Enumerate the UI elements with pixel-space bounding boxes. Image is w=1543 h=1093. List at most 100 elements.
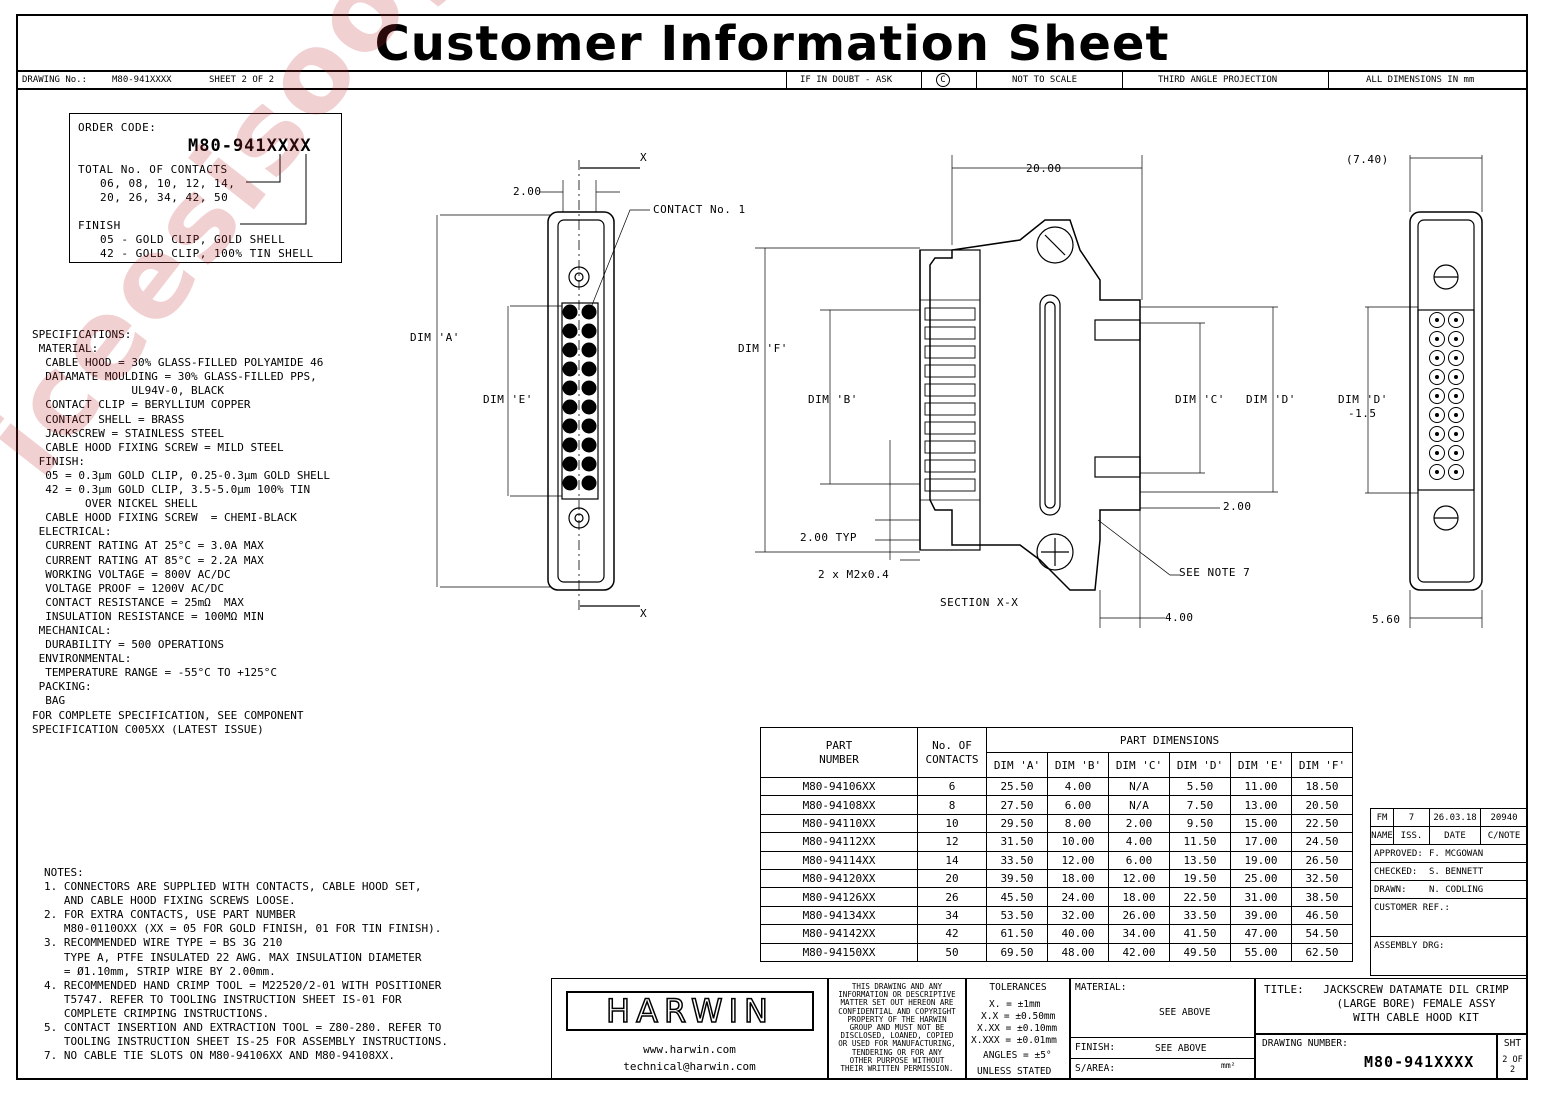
- contact-pin: [1454, 451, 1458, 455]
- specifications: SPECIFICATIONS: MATERIAL: CABLE HOOD = 3…: [32, 328, 330, 737]
- contact-pin: [1435, 470, 1439, 474]
- contact-pin-section: [924, 326, 976, 340]
- note-line: 5. CONTACT INSERTION AND EXTRACTION TOOL…: [44, 1021, 442, 1035]
- contact-pin-section: [924, 307, 976, 321]
- th-dim: DIM 'F': [1291, 752, 1353, 778]
- cell-dim: 10.00: [1047, 832, 1109, 852]
- cell-dim: 20.50: [1291, 795, 1353, 815]
- disclaimer-line: TENDERING OR FOR ANY: [851, 1047, 943, 1057]
- contacts-label: TOTAL No. OF CONTACTS: [78, 163, 228, 176]
- contact-pin: [1454, 318, 1458, 322]
- contact-pin: [1435, 375, 1439, 379]
- cell-dim: 26.00: [1108, 905, 1170, 926]
- contact-hole: [562, 323, 578, 339]
- contact-socket: [1448, 350, 1464, 366]
- spec-line: MATERIAL:: [32, 342, 99, 356]
- cell-dim: 48.00: [1047, 942, 1109, 962]
- cell-dim: 15.00: [1230, 813, 1292, 834]
- cell-dim: 11.00: [1230, 776, 1292, 797]
- cell-contacts: 42: [917, 924, 987, 944]
- cell-contacts: 34: [917, 905, 987, 926]
- website: www.harwin.com: [643, 1043, 736, 1056]
- contact-hole: [562, 342, 578, 358]
- note-line: = Ø1.10mm, STRIP WIRE BY 2.00mm.: [44, 964, 276, 978]
- contact-hole: [581, 475, 597, 491]
- material-block: MATERIAL: SEE ABOVE FINISH: SEE ABOVE S/…: [1070, 978, 1255, 1080]
- contact-hole: [562, 418, 578, 434]
- spec-line: SPECIFICATION C005XX (LATEST ISSUE): [32, 722, 264, 736]
- cell-contacts: 6: [917, 776, 987, 797]
- contact-socket: [1448, 426, 1464, 442]
- see-note7-label: SEE NOTE 7: [1179, 566, 1251, 579]
- dim-c-label: DIM 'C': [1175, 393, 1225, 406]
- cell-dim: 40.00: [1047, 924, 1109, 944]
- disclaimer-line: THEIR WRITTEN PERMISSION.: [840, 1064, 954, 1074]
- dim-d-label: DIM 'D': [1246, 393, 1296, 406]
- cell-dim: 29.50: [986, 813, 1048, 834]
- finish-42: 42 - GOLD CLIP, 100% TIN SHELL: [100, 247, 314, 260]
- contact-pin: [1454, 413, 1458, 417]
- cell-dim: 27.50: [986, 795, 1048, 815]
- contact-socket: [1429, 464, 1445, 480]
- contact-pin: [1435, 394, 1439, 398]
- contact-socket: [1448, 445, 1464, 461]
- if-in-doubt: IF IN DOUBT - ASK: [800, 75, 893, 85]
- dim-740-label: (7.40): [1346, 153, 1389, 166]
- disclaimer-line: GROUP AND MUST NOT BE: [849, 1023, 945, 1033]
- front-contacts: [562, 304, 597, 491]
- note-line: T5747. REFER TO TOOLING INSTRUCTION SHEE…: [44, 992, 402, 1006]
- cell-dim: N/A: [1108, 776, 1170, 797]
- cell-part-number: M80-94134XX: [760, 905, 918, 926]
- contact-pin: [1435, 337, 1439, 341]
- cell-contacts: 26: [917, 887, 987, 907]
- contact-pin: [1454, 356, 1458, 360]
- contact-pin: [1435, 356, 1439, 360]
- contact-pin-section: [924, 421, 976, 435]
- cell-dim: 32.50: [1291, 868, 1353, 889]
- contact-pin-section: [924, 345, 976, 359]
- dim-a-label: DIM 'A': [410, 331, 460, 344]
- contact-hole: [581, 380, 597, 396]
- contact-socket: [1448, 464, 1464, 480]
- cell-part-number: M80-94120XX: [760, 868, 918, 889]
- th-part-dimensions: PART DIMENSIONS: [986, 727, 1353, 753]
- disclaimer-line: INFORMATION OR DESCRIPTIVE: [838, 990, 956, 1000]
- contact-hole: [562, 475, 578, 491]
- cell-dim: 24.50: [1291, 832, 1353, 852]
- note-line: 2. FOR EXTRA CONTACTS, USE PART NUMBER: [44, 908, 296, 922]
- m2-label: 2 x M2x0.4: [818, 568, 890, 581]
- contact-pin-section: [924, 478, 976, 492]
- cell-dim: 47.00: [1230, 924, 1292, 944]
- cell-dim: 7.50: [1169, 795, 1231, 815]
- contact-hole: [562, 380, 578, 396]
- contact-hole: [562, 456, 578, 472]
- contact-hole: [581, 456, 597, 472]
- note-line: 1. CONNECTORS ARE SUPPLIED WITH CONTACTS…: [44, 880, 422, 894]
- spec-line: CONTACT SHELL = BRASS: [32, 412, 185, 426]
- spec-line: CONTACT CLIP = BERYLLIUM COPPER: [32, 398, 251, 412]
- sheet-number: SHEET 2 OF 2: [209, 75, 275, 85]
- contact-pin-section: [924, 402, 976, 416]
- spec-line: DURABILITY = 500 OPERATIONS: [32, 638, 225, 652]
- spec-line: FOR COMPLETE SPECIFICATION, SEE COMPONEN…: [32, 708, 304, 722]
- technical-drawing: [436, 155, 1483, 628]
- disclaimer-line: PROPERTY OF THE HARWIN: [847, 1014, 947, 1024]
- dim-f-label: DIM 'F': [738, 342, 788, 355]
- cell-dim: 12.00: [1108, 868, 1170, 889]
- contact-pin: [1435, 318, 1439, 322]
- cell-dim: 69.50: [986, 942, 1048, 962]
- disclaimer-line: THIS DRAWING AND ANY: [851, 982, 943, 991]
- cell-part-number: M80-94106XX: [760, 776, 918, 797]
- cell-part-number: M80-94110XX: [760, 813, 918, 834]
- cell-dim: 42.00: [1108, 942, 1170, 962]
- dim-2-top: 2.00: [513, 185, 542, 198]
- contact-socket: [1429, 331, 1445, 347]
- cell-dim: 12.00: [1047, 850, 1109, 870]
- cell-part-number: M80-94112XX: [760, 832, 918, 852]
- cell-dim: 18.00: [1047, 868, 1109, 889]
- spec-line: FINISH:: [32, 454, 85, 468]
